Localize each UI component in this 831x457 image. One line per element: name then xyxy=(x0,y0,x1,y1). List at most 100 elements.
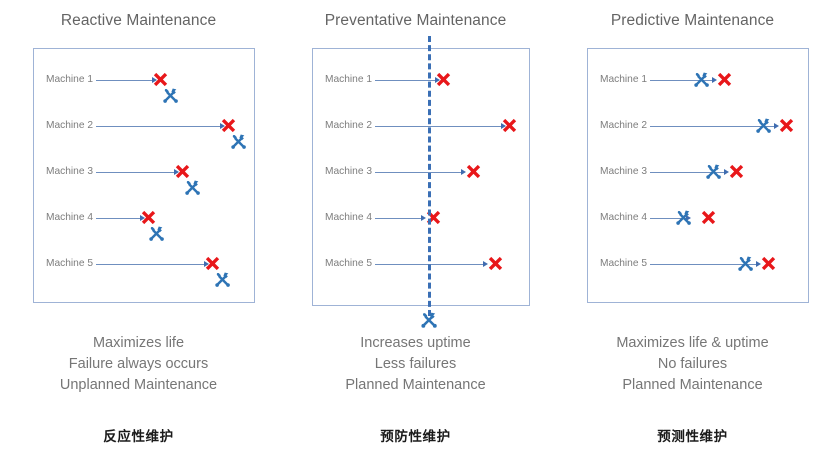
machine-row: Machine 5 xyxy=(34,255,254,287)
red-x-icon xyxy=(174,163,191,180)
chart-box-preventative: Machine 1 Machine 2 Machine 3 Machine 4 Mach… xyxy=(312,48,530,306)
timeline-arrow xyxy=(96,172,174,173)
notes-reactive: Maximizes life Failure always occurs Unp… xyxy=(0,333,277,396)
arrowhead-icon xyxy=(686,214,691,221)
red-x-icon xyxy=(140,209,157,226)
notes-predictive: Maximizes life & uptime No failures Plan… xyxy=(554,333,831,396)
note-line: Increases uptime xyxy=(360,335,471,351)
machine-label: Machine 2 xyxy=(46,120,94,131)
arrowhead-icon xyxy=(421,214,426,221)
red-x-icon xyxy=(435,71,452,88)
arrowhead-icon xyxy=(756,260,761,267)
machine-row: Machine 5 xyxy=(588,255,808,273)
wrench-screwdriver-icon xyxy=(229,132,248,151)
red-x-icon xyxy=(716,71,733,88)
machine-label: Machine 4 xyxy=(600,212,648,223)
red-x-icon xyxy=(220,117,237,134)
arrowhead-icon xyxy=(724,168,729,175)
wrench-screwdriver-icon xyxy=(161,86,180,105)
wrench-screwdriver-icon xyxy=(183,178,202,197)
machine-row: Machine 5 xyxy=(313,255,529,273)
red-x-icon xyxy=(728,163,745,180)
wrench-screwdriver-icon xyxy=(754,116,773,135)
note-line: Failure always occurs xyxy=(68,356,209,372)
machine-row: Machine 2 xyxy=(313,117,529,135)
caption-cn-predictive: 预测性维护 xyxy=(657,429,728,444)
machine-label: Machine 2 xyxy=(325,120,373,131)
caption-cn-preventative: 预防性维护 xyxy=(380,429,451,444)
panel-title-predictive: Predictive Maintenance xyxy=(610,12,775,29)
machine-label: Machine 3 xyxy=(325,166,373,177)
panel-title-reactive: Reactive Maintenance xyxy=(60,12,217,29)
machine-label: Machine 4 xyxy=(46,212,94,223)
timeline-arrow xyxy=(375,126,501,127)
timeline-arrow xyxy=(375,218,421,219)
machine-row: Machine 2 xyxy=(588,117,808,135)
machine-row: Machine 4 xyxy=(588,209,808,227)
machine-label: Machine 5 xyxy=(46,258,94,269)
arrowhead-icon xyxy=(204,260,209,267)
wrench-screwdriver-icon xyxy=(674,208,693,227)
arrowhead-icon xyxy=(501,122,506,129)
arrowhead-icon xyxy=(774,122,779,129)
note-line: Planned Maintenance xyxy=(345,377,486,393)
chart-box-predictive: Machine 1 Machine 2 Machine 3 Machine 4 Mach… xyxy=(587,48,809,303)
arrowhead-icon xyxy=(152,76,157,83)
note-line: Unplanned Maintenance xyxy=(59,377,218,393)
machine-row: Machine 3 xyxy=(313,163,529,181)
red-x-icon xyxy=(465,163,482,180)
timeline-arrow xyxy=(650,80,712,81)
machine-row: Machine 1 xyxy=(588,71,808,89)
machine-row: Machine 1 xyxy=(34,71,254,103)
caption-cn-reactive: 反应性维护 xyxy=(103,429,174,444)
wrench-screwdriver-icon xyxy=(704,162,723,181)
note-line: Less failures xyxy=(374,356,457,372)
machine-label: Machine 1 xyxy=(46,74,94,85)
machine-label: Machine 1 xyxy=(600,74,648,85)
timeline-arrow xyxy=(650,264,756,265)
wrench-screwdriver-icon xyxy=(736,254,755,273)
red-x-icon xyxy=(700,209,717,226)
note-line: Planned Maintenance xyxy=(622,377,763,393)
machine-label: Machine 2 xyxy=(600,120,648,131)
machine-label: Machine 1 xyxy=(325,74,373,85)
red-x-icon xyxy=(204,255,221,272)
machine-row: Machine 4 xyxy=(34,209,254,241)
timeline-arrow xyxy=(96,218,140,219)
timeline-arrow xyxy=(375,172,461,173)
timeline-arrow xyxy=(96,264,204,265)
panel-title-preventative: Preventative Maintenance xyxy=(324,12,507,29)
machine-label: Machine 5 xyxy=(600,258,648,269)
notes-preventative: Increases uptime Less failures Planned M… xyxy=(277,333,554,396)
wrench-screwdriver-icon xyxy=(213,270,232,289)
timeline-arrow xyxy=(650,126,774,127)
note-line: Maximizes life & uptime xyxy=(616,335,769,351)
red-x-icon xyxy=(501,117,518,134)
machine-label: Machine 5 xyxy=(325,258,373,269)
timeline-arrow xyxy=(96,80,152,81)
timeline-arrow xyxy=(96,126,220,127)
machine-row: Machine 3 xyxy=(34,163,254,195)
wrench-screwdriver-icon xyxy=(692,70,711,89)
machine-row: Machine 2 xyxy=(34,117,254,149)
note-line: No failures xyxy=(657,356,728,372)
machine-label: Machine 4 xyxy=(325,212,373,223)
arrowhead-icon xyxy=(220,122,225,129)
machine-row: Machine 3 xyxy=(588,163,808,181)
machine-label: Machine 3 xyxy=(46,166,94,177)
red-x-icon xyxy=(152,71,169,88)
red-x-icon xyxy=(487,255,504,272)
machine-label: Machine 3 xyxy=(600,166,648,177)
red-x-icon xyxy=(760,255,777,272)
timeline-arrow xyxy=(375,80,435,81)
machine-row: Machine 4 xyxy=(313,209,529,227)
wrench-screwdriver-icon xyxy=(419,310,439,330)
dashed-threshold-line xyxy=(428,36,431,316)
arrowhead-icon xyxy=(461,168,466,175)
timeline-arrow xyxy=(650,218,686,219)
note-line: Maximizes life xyxy=(92,335,185,351)
arrowhead-icon xyxy=(712,76,717,83)
timeline-arrow xyxy=(650,172,724,173)
